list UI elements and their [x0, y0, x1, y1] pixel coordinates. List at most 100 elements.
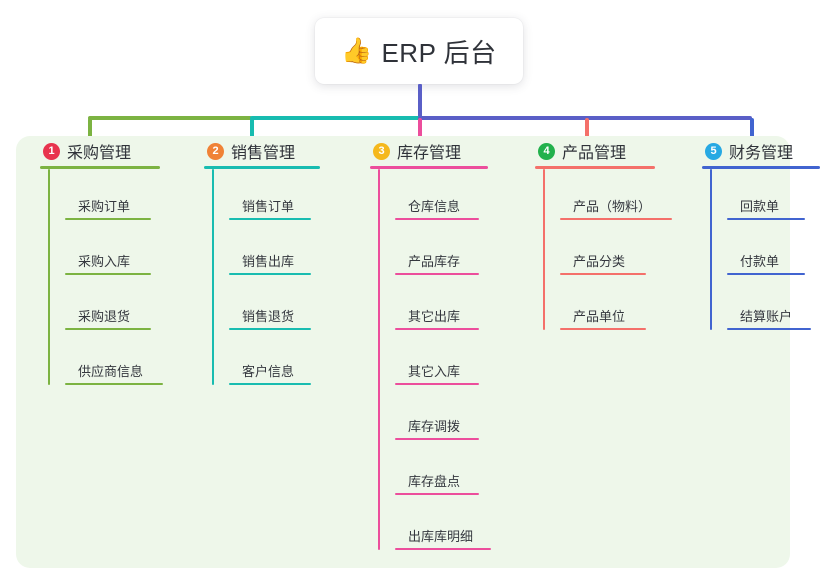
- branch-column-3: 3 库存管理仓库信息产品库存其它出库其它入库库存调拨库存盘点出库库明细: [356, 136, 491, 554]
- branch-item-label: 采购入库: [78, 254, 131, 269]
- branch-header-rule: [535, 166, 655, 169]
- branch-item[interactable]: 付款单: [727, 224, 820, 279]
- root-node[interactable]: 👍 ERP 后台: [315, 18, 523, 84]
- branch-item[interactable]: 产品单位: [560, 279, 655, 334]
- branch-item[interactable]: 销售退货: [229, 279, 320, 334]
- branch-item-label: 付款单: [740, 254, 780, 269]
- branch-title: 库存管理: [397, 145, 462, 162]
- branch-item-rule: [65, 328, 151, 330]
- branch-item[interactable]: 库存调拨: [395, 389, 488, 444]
- branch-item-rule: [395, 218, 479, 220]
- connector-drop-4: [585, 118, 589, 148]
- branch-item[interactable]: 库存盘点: [395, 444, 488, 499]
- branch-item-rule: [65, 218, 151, 220]
- branch-item-rule: [395, 493, 479, 495]
- branch-item-label: 产品库存: [408, 254, 461, 269]
- branch-item-label: 销售订单: [242, 199, 295, 214]
- branch-item-rule: [727, 218, 805, 220]
- connector-drop-1: [88, 118, 92, 148]
- branch-item-label: 采购订单: [78, 199, 131, 214]
- branch-column-4: 4 产品管理产品（物料） 产品分类产品单位: [521, 136, 672, 334]
- branch-item-rule: [229, 328, 311, 330]
- branch-item-label: 其它入库: [408, 364, 461, 379]
- branch-item-rule: [395, 273, 479, 275]
- branch-item-label: 销售退货: [242, 309, 295, 324]
- branch-item-list: 仓库信息产品库存其它出库其它入库库存调拨库存盘点出库库明细: [378, 169, 491, 554]
- branch-column-1: 1 采购管理采购订单采购入库采购退货供应商信息: [26, 136, 163, 389]
- branch-item[interactable]: 其它入库: [395, 334, 488, 389]
- branch-header-rule: [370, 166, 488, 169]
- branch-item[interactable]: 销售出库: [229, 224, 320, 279]
- branch-spine: [212, 169, 214, 385]
- branch-item[interactable]: 产品（物料）: [560, 169, 672, 224]
- branch-item[interactable]: 其它出库: [395, 279, 488, 334]
- branch-item-rule: [395, 328, 479, 330]
- branch-item-label: 其它出库: [408, 309, 461, 324]
- connector-horizontal-segment-2: [250, 116, 420, 120]
- branch-item[interactable]: 产品库存: [395, 224, 488, 279]
- branch-item-label: 供应商信息: [78, 364, 144, 379]
- branch-item[interactable]: 客户信息: [229, 334, 320, 389]
- branch-item[interactable]: 采购订单: [65, 169, 160, 224]
- branch-header-3[interactable]: 3 库存管理: [356, 136, 488, 166]
- branch-item-label: 库存调拨: [408, 419, 461, 434]
- branch-item-label: 出库库明细: [408, 529, 474, 544]
- branch-spine: [48, 169, 50, 385]
- branch-item-label: 仓库信息: [408, 199, 461, 214]
- branch-item-rule: [65, 383, 163, 385]
- root-connector-line: [418, 84, 422, 120]
- branch-item-label: 产品单位: [573, 309, 626, 324]
- branch-item-rule: [395, 383, 479, 385]
- thumbs-up-icon: 👍: [341, 36, 373, 65]
- branch-item-label: 产品（物料）: [573, 199, 652, 214]
- branch-index-badge: 4: [538, 142, 555, 160]
- branch-item[interactable]: 采购退货: [65, 279, 160, 334]
- branch-index-badge: 2: [207, 142, 224, 160]
- branch-item[interactable]: 采购入库: [65, 224, 160, 279]
- branch-item[interactable]: 出库库明细: [395, 499, 491, 554]
- branch-item[interactable]: 销售订单: [229, 169, 320, 224]
- branch-item-label: 客户信息: [242, 364, 295, 379]
- branch-item[interactable]: 产品分类: [560, 224, 655, 279]
- connector-drop-3: [418, 118, 422, 148]
- branch-item-rule: [560, 218, 672, 220]
- branch-item-label: 结算账户: [740, 309, 793, 324]
- branch-item-rule: [229, 273, 311, 275]
- branch-index-badge: 1: [43, 142, 60, 160]
- branch-spine: [710, 169, 712, 330]
- branch-header-rule: [702, 166, 820, 169]
- branch-spine: [378, 169, 380, 550]
- branch-item-rule: [229, 383, 311, 385]
- branch-item[interactable]: 仓库信息: [395, 169, 488, 224]
- branch-header-5[interactable]: 5 财务管理: [688, 136, 820, 166]
- branch-item-rule: [395, 548, 491, 550]
- branch-title: 财务管理: [729, 145, 794, 162]
- branch-item-label: 产品分类: [573, 254, 626, 269]
- branch-item[interactable]: 回款单: [727, 169, 820, 224]
- branch-item-label: 回款单: [740, 199, 780, 214]
- branch-title: 采购管理: [67, 145, 132, 162]
- branch-item-rule: [727, 328, 811, 330]
- branch-item-rule: [395, 438, 479, 440]
- branch-item-list: 采购订单采购入库采购退货供应商信息: [48, 169, 163, 389]
- branch-item[interactable]: 供应商信息: [65, 334, 163, 389]
- branch-item[interactable]: 结算账户: [727, 279, 820, 334]
- branch-index-badge: 3: [373, 142, 390, 160]
- branch-index-badge: 5: [705, 142, 722, 160]
- branch-item-list: 回款单付款单结算账户: [710, 169, 820, 334]
- branch-header-1[interactable]: 1 采购管理: [26, 136, 160, 166]
- branch-item-rule: [560, 328, 646, 330]
- branch-item-label: 采购退货: [78, 309, 131, 324]
- root-node-title: ERP 后台: [381, 37, 497, 68]
- connector-drop-5: [750, 118, 754, 148]
- branch-title: 产品管理: [562, 145, 627, 162]
- branch-item-list: 销售订单销售出库销售退货客户信息: [212, 169, 320, 389]
- branch-item-label: 销售出库: [242, 254, 295, 269]
- branch-item-rule: [727, 273, 805, 275]
- branch-spine: [543, 169, 545, 330]
- branch-header-4[interactable]: 4 产品管理: [521, 136, 655, 166]
